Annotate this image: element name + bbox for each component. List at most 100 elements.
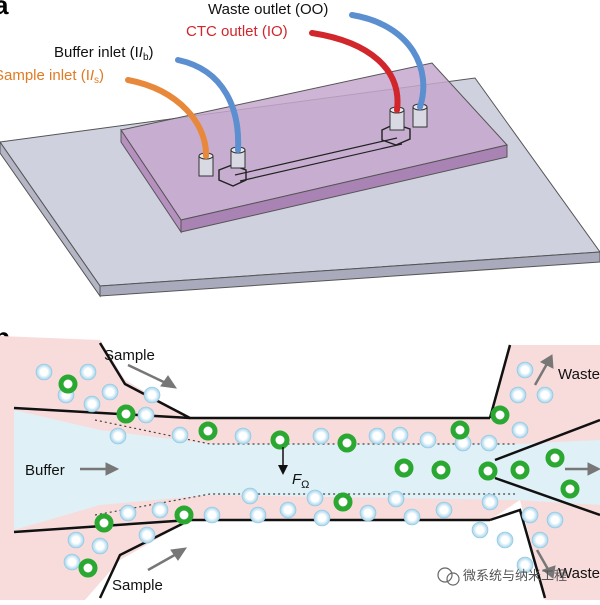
blood-cell (101, 383, 119, 401)
ctc-cell (431, 460, 451, 480)
ctc-cell (450, 420, 470, 440)
panel-a: a (0, 0, 600, 298)
sample-bottom-arrowhead (170, 547, 188, 561)
ctc-out-arrowhead (587, 462, 600, 476)
blood-cell (234, 427, 252, 445)
stream-interface-top (94, 419, 515, 445)
sample-top-label: Sample (104, 347, 155, 364)
cells (35, 361, 580, 578)
stream-interface-bottom (94, 493, 515, 516)
blood-cell (511, 421, 529, 439)
waste-top-label: Waste (558, 366, 600, 383)
blood-cell (91, 537, 109, 555)
blood-cell (509, 386, 527, 404)
blood-cell (435, 501, 453, 519)
ctc-cell (78, 558, 98, 578)
waste-top-arrowhead (539, 354, 554, 369)
panel-a-letter: a (0, 0, 9, 20)
blood-cell (313, 509, 331, 527)
watermark: 微系统与纳米工程 (437, 567, 567, 586)
channel-wall-upper-outlet (494, 418, 600, 462)
blood-cell (546, 511, 564, 529)
waste-bottom-arrow (535, 549, 551, 572)
buffer-inlet-label: Buffer inlet (IIb) (54, 44, 154, 63)
ctc-cell (270, 430, 290, 450)
blood-cell (471, 521, 489, 539)
wechat-icon (437, 567, 453, 583)
blood-cell (359, 504, 377, 522)
force-arrow (278, 447, 288, 475)
blood-cell (403, 508, 421, 526)
blood-cell (63, 553, 81, 571)
ctc-cell (333, 492, 353, 512)
sample-inlet-label: Sample inlet (IIs) (0, 67, 104, 86)
blood-cell (521, 506, 539, 524)
ctc-cell (394, 458, 414, 478)
blood-cell (481, 493, 499, 511)
buffer-label: Buffer (25, 462, 65, 479)
blood-cell (516, 556, 534, 574)
ctc-cell (94, 513, 114, 533)
blood-cell (138, 526, 156, 544)
channel-wall-lower-outlet (494, 476, 600, 517)
ctc-tube (309, 30, 401, 113)
blood-cell (67, 531, 85, 549)
waste-outlet-label: Waste outlet (OO) (208, 1, 328, 18)
ctc-cell (58, 374, 78, 394)
sample-tube (125, 77, 210, 159)
glass-slide-side (99, 251, 600, 297)
channel-wall-upper-inlet (13, 406, 191, 420)
blood-cell (387, 490, 405, 508)
ctc-outlet-label: CTC outlet (IO) (186, 23, 288, 40)
waste-bottom-label: Waste (558, 565, 600, 582)
blood-cell (137, 406, 155, 424)
buffer-tube (175, 57, 242, 153)
blood-cell (249, 506, 267, 524)
blood-cell (516, 361, 534, 379)
ctc-cell (174, 505, 194, 525)
channel-wall-top-right (488, 344, 512, 419)
blood-cell (83, 395, 101, 413)
blood-cell (203, 506, 221, 524)
watermark-text: 微系统与纳米工程 (463, 568, 567, 583)
flow-arrows (80, 354, 600, 579)
sample-bottom-label: Sample (112, 577, 163, 594)
blood-cell (109, 427, 127, 445)
microchannel (234, 137, 403, 182)
channel-wall-bottom-right (489, 508, 547, 599)
waste-top-arrow (533, 361, 550, 386)
blood-cell (536, 386, 554, 404)
blood-cell (143, 386, 161, 404)
pdms-chip-side (180, 144, 508, 233)
blood-cell (496, 531, 514, 549)
blood-cell (368, 427, 386, 445)
buffer-arrowhead (105, 462, 120, 476)
ctc-cell (510, 460, 530, 480)
buffer-stream (14, 410, 600, 530)
blood-cell (151, 501, 169, 519)
blood-cell (119, 504, 137, 522)
channel-wall-bottom-left (98, 518, 490, 599)
blood-cell (171, 426, 189, 444)
sample-top-arrow (127, 363, 171, 387)
panel-b: b (0, 322, 600, 600)
blood-cell (419, 431, 437, 449)
ctc-cell (478, 461, 498, 481)
blood-cell (241, 487, 259, 505)
ctc-cell (560, 479, 580, 499)
blood-cell (35, 363, 53, 381)
force-label: FΩ (292, 471, 309, 491)
blood-cell (79, 363, 97, 381)
waste-tube (349, 12, 427, 110)
ctc-cell (198, 421, 218, 441)
sample-top-arrowhead (160, 375, 178, 389)
ctc-cell (490, 405, 510, 425)
ctc-cell (337, 433, 357, 453)
blood-cell (312, 427, 330, 445)
waste-bottom-arrowhead (541, 565, 556, 579)
ctc-cell (545, 448, 565, 468)
ctc-cell (116, 404, 136, 424)
blood-cell (279, 501, 297, 519)
